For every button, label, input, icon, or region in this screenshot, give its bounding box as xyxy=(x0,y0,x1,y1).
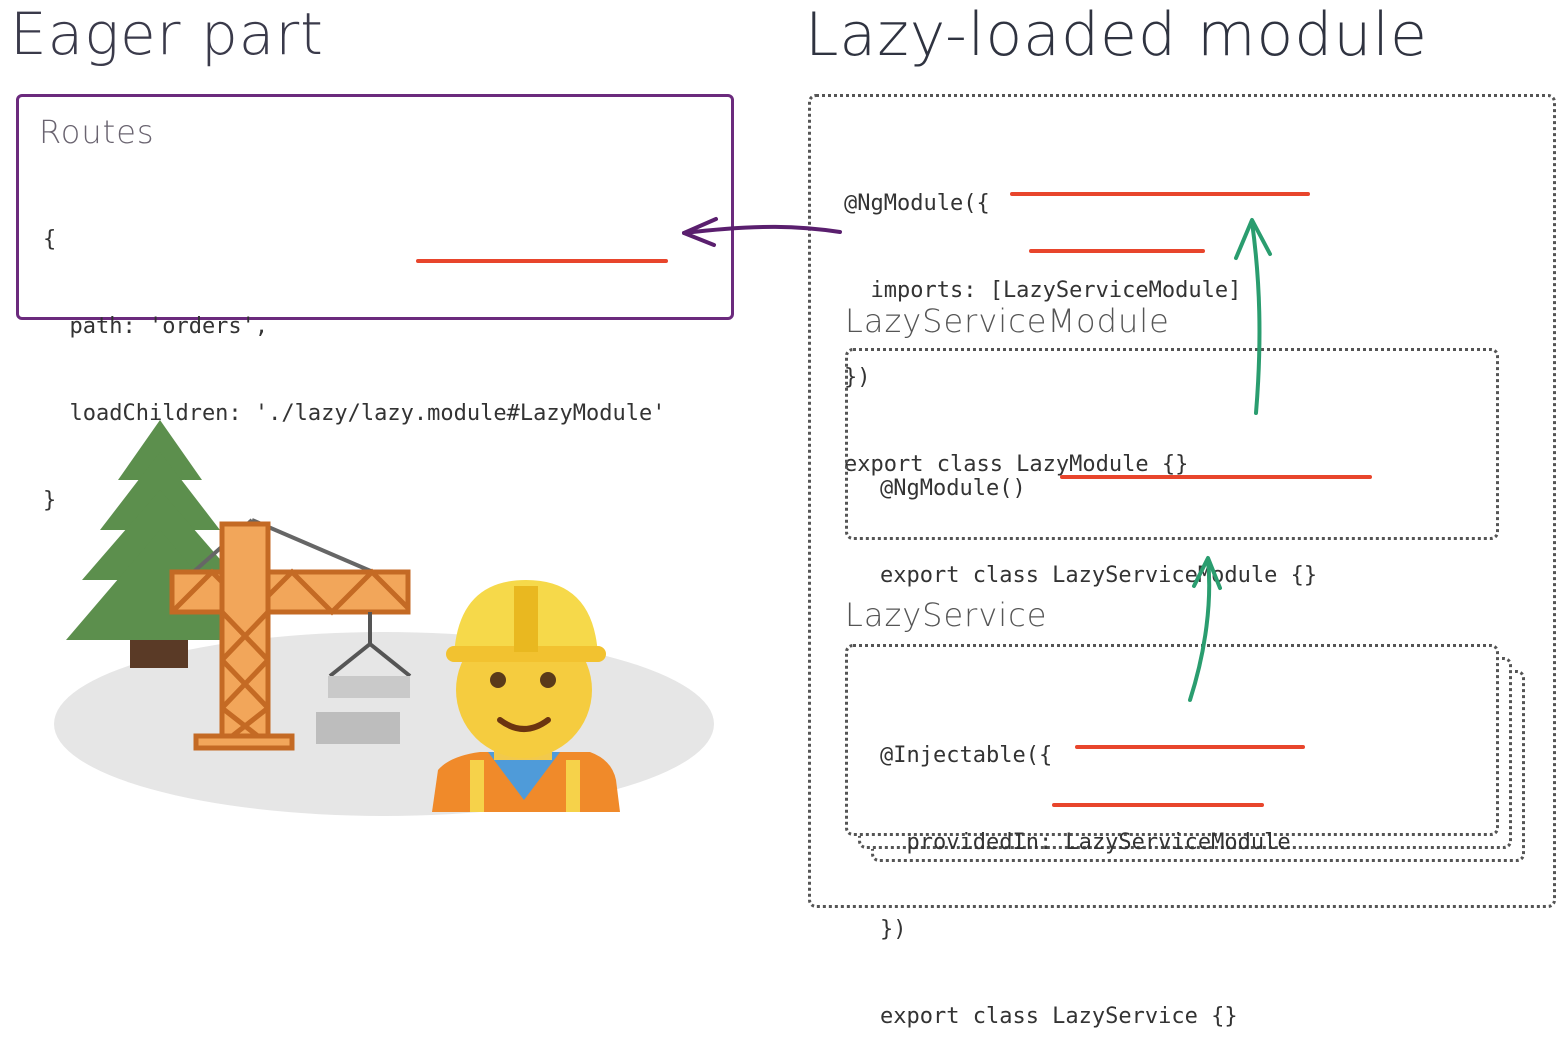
code-line: imports: [LazyServiceModule] xyxy=(844,278,1242,303)
crane-icon xyxy=(169,518,411,751)
routes-box: Routes { path: 'orders', loadChildren: '… xyxy=(16,94,734,513)
code-line: @NgModule() xyxy=(880,476,1026,501)
crane-load xyxy=(328,612,412,678)
arrow-ls-to-lsm xyxy=(1188,558,1212,702)
code-line: providedIn: LazyServiceModule xyxy=(880,830,1291,855)
code-line: @NgModule({ xyxy=(844,191,990,216)
code-line: } xyxy=(43,488,57,513)
arrows-upward xyxy=(1188,218,1272,702)
code-line: }) xyxy=(844,365,871,390)
routes-label: Routes xyxy=(39,113,155,151)
routes-code: { path: 'orders', loadChildren: './lazy/… xyxy=(43,167,666,573)
arrow-to-routes xyxy=(682,217,842,247)
lazy-service-label: LazyService xyxy=(845,596,1048,634)
arrow-lsm-to-module xyxy=(1250,220,1262,415)
eager-part-title: Eager part xyxy=(10,0,324,68)
lazy-module-code: @NgModule({ imports: [LazyServiceModule]… xyxy=(844,131,1241,508)
worker-icon xyxy=(432,580,620,812)
code-line: export class LazyService {} xyxy=(880,1004,1238,1029)
code-line: path: 'orders', xyxy=(43,314,269,339)
code-line: export class LazyServiceModule {} xyxy=(880,563,1318,588)
lazy-service-module-box xyxy=(845,348,1499,540)
block-bottom xyxy=(316,712,400,744)
lazy-service-module-label: LazyServiceModule xyxy=(845,302,1170,340)
construction-illustration xyxy=(54,420,714,816)
underlines xyxy=(416,192,1372,807)
code-line: }) xyxy=(880,917,907,942)
code-line: @Injectable({ xyxy=(880,743,1053,768)
lazy-service-module-code: @NgModule() export class LazyServiceModu… xyxy=(880,416,1317,619)
diagram-overlay xyxy=(54,192,1372,816)
code-line: { xyxy=(43,227,57,252)
code-line: export class LazyModule {} xyxy=(844,452,1189,477)
lazy-module-title: Lazy-loaded module xyxy=(805,0,1428,70)
block-top xyxy=(328,676,410,698)
lazy-module-box xyxy=(808,94,1556,908)
code-line: loadChildren: './lazy/lazy.module#LazyMo… xyxy=(43,401,666,426)
